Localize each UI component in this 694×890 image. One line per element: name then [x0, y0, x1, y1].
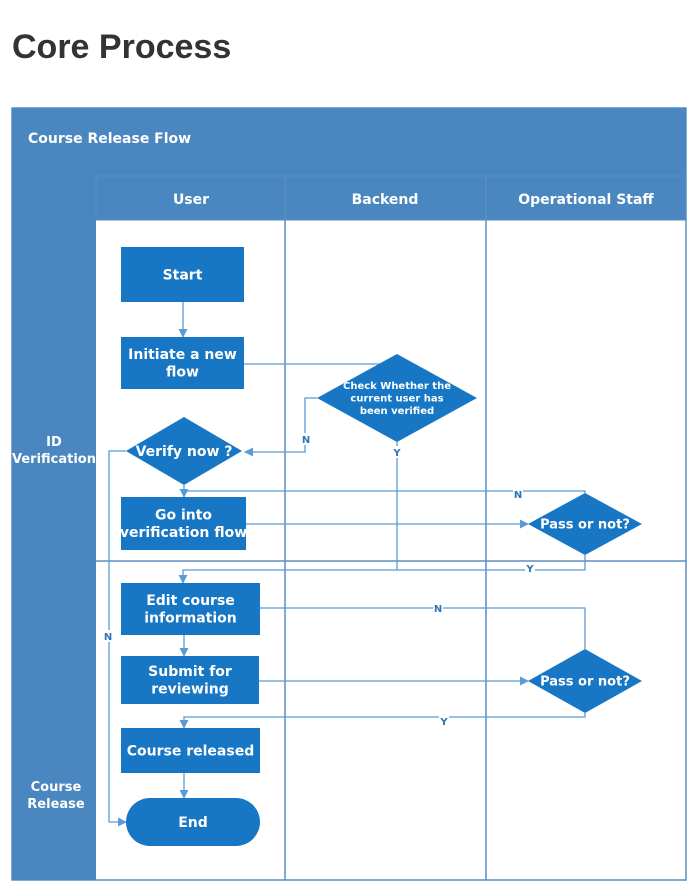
flow-title: Course Release Flow — [28, 131, 191, 147]
node-pass-or-not-1-label: Pass or not? — [540, 518, 630, 533]
node-go-into-verification — [121, 497, 246, 550]
node-submit-reviewing — [121, 656, 259, 704]
edge-pass2-released-y-label: Y — [439, 717, 448, 728]
node-verify-now-label: Verify now ? — [136, 444, 233, 460]
edge-pass1-go-n-label: N — [514, 490, 522, 501]
column-header-user: User — [173, 192, 209, 208]
node-course-released-label: Course released — [127, 743, 254, 759]
node-pass-or-not-1 — [528, 493, 642, 555]
edge-pass2-released-y — [179, 713, 586, 729]
node-start-label: Start — [163, 267, 203, 283]
edge-check-verify-n-label: N — [302, 435, 310, 446]
node-start — [121, 247, 244, 302]
edge-check-edit-y-label: Y — [392, 448, 401, 459]
node-check-verified — [317, 354, 477, 442]
node-end — [126, 798, 260, 846]
node-course-released — [121, 728, 260, 773]
edge-pass1-edit-y-label: Y — [525, 564, 534, 575]
column-header-backend: Backend — [352, 192, 419, 208]
edge-pass1-edit-y — [397, 555, 586, 571]
flow-title-bar — [12, 108, 686, 176]
node-pass-or-not-2-label: Pass or not? — [540, 675, 630, 690]
node-initiate-new-flow — [121, 337, 244, 389]
edge-pass2-edit-n — [260, 607, 586, 649]
edge-pass1-go-n — [184, 490, 586, 493]
node-verify-now — [126, 417, 242, 485]
edge-check-verify-n — [244, 397, 317, 457]
column-header-bar — [95, 175, 687, 221]
phase-column — [12, 176, 96, 880]
node-end-label: End — [178, 815, 208, 831]
node-edit-course — [121, 583, 260, 635]
edge-verify-end-n-label: N — [104, 632, 112, 643]
page-title: Core Process — [12, 28, 232, 66]
edge-check-edit-y — [178, 442, 398, 584]
node-pass-or-not-2 — [528, 649, 642, 713]
edge-pass2-edit-n-label: N — [434, 604, 442, 615]
column-header-operational-staff: Operational Staff — [518, 192, 654, 208]
